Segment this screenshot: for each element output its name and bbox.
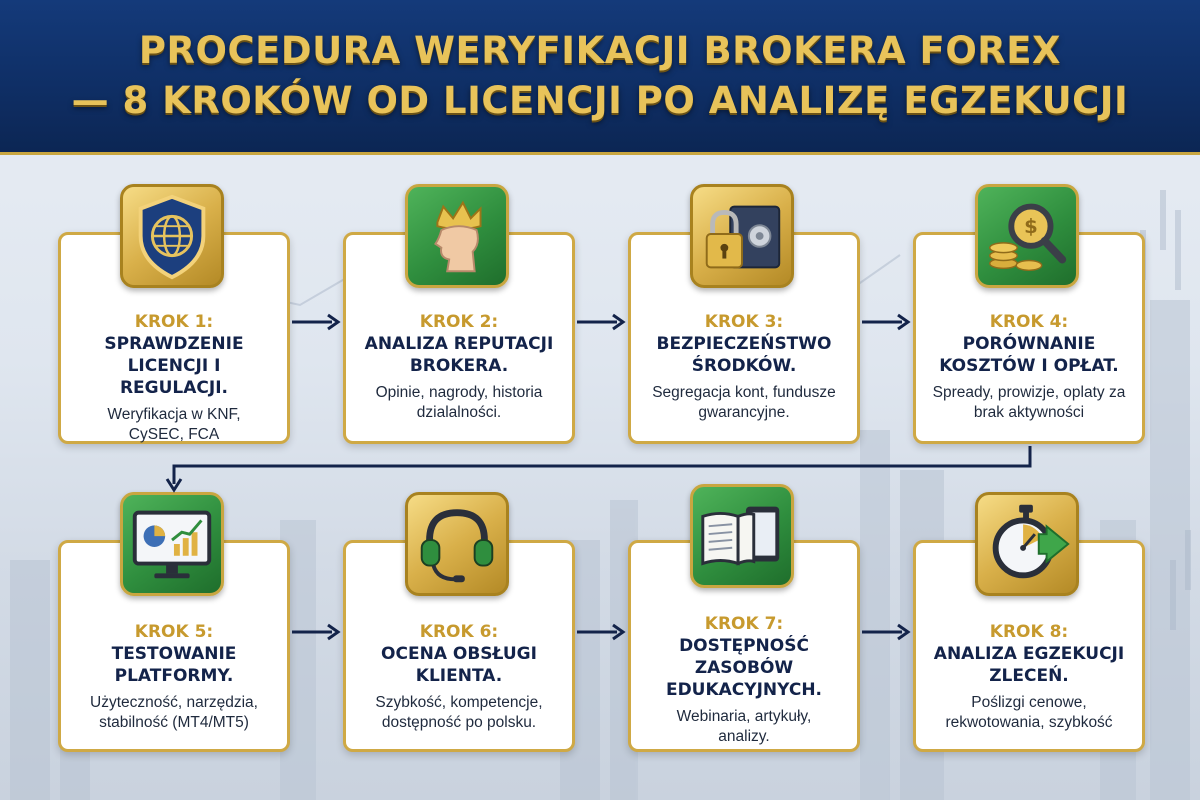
page-title-line-1: PROCEDURA WERYFIKACJI BROKERA FOREX	[138, 29, 1062, 72]
step-card-7: KROK 7: DOSTĘPNOŚĆ ZASOBÓW EDUKACYJNYCH.…	[628, 540, 860, 752]
stopwatch-arrow-icon	[975, 492, 1079, 596]
step-number: KROK 8:	[989, 622, 1069, 642]
magnifier-coins-icon: $	[975, 184, 1079, 288]
step-description: Weryfikacja w KNF, CySEC, FCA	[107, 406, 241, 443]
step-title: TESTOWANIE PLATFORMY.	[111, 644, 237, 686]
step-description: Poślizgi cenowe, rekwotowania, szybkość	[945, 694, 1113, 731]
arrow-step-5-to-6	[292, 623, 341, 641]
padlock-safe-icon	[690, 184, 794, 288]
arrow-step-6-to-7	[577, 623, 626, 641]
step-description: Webinaria, artykuły, analizy.	[676, 708, 812, 745]
svg-text:$: $	[1024, 215, 1038, 238]
step-title: SPRAWDZENIE LICENCJI I REGULACJI.	[104, 334, 244, 398]
header-banner: PROCEDURA WERYFIKACJI BROKERA FOREX — 8 …	[0, 0, 1200, 155]
shield-globe-icon	[120, 184, 224, 288]
book-tablet-icon	[690, 484, 794, 588]
step-title: DOSTĘPNOŚĆ ZASOBÓW EDUKACYJNYCH.	[665, 636, 823, 700]
arrow-step-4-to-5	[165, 446, 1032, 493]
step-number: KROK 6:	[419, 622, 499, 642]
step-description: Szybkość, kompetencje, dostępność po pol…	[375, 694, 543, 731]
step-number: KROK 4:	[989, 312, 1069, 332]
step-title: ANALIZA REPUTACJI BROKERA.	[364, 334, 554, 376]
step-description: Opinie, nagrody, historia dzialalności.	[375, 384, 543, 421]
step-number: KROK 2:	[419, 312, 499, 332]
arrow-step-7-to-8	[862, 623, 911, 641]
headset-icon	[405, 492, 509, 596]
step-number: KROK 3:	[704, 312, 784, 332]
monitor-chart-icon	[120, 492, 224, 596]
crowned-head-icon	[405, 184, 509, 288]
arrow-step-1-to-2	[292, 313, 341, 331]
step-number: KROK 1:	[134, 312, 214, 332]
step-number: KROK 7:	[704, 614, 784, 634]
step-card-1: KROK 1: SPRAWDZENIE LICENCJI I REGULACJI…	[58, 232, 290, 444]
page-title-line-2: — 8 KROKÓW OD LICENCJI PO ANALIZĘ EGZEKU…	[71, 79, 1129, 122]
step-description: Spready, prowizje, oplaty za brak aktywn…	[932, 384, 1126, 421]
step-description: Użyteczność, narzędzia, stabilność (MT4/…	[90, 694, 258, 731]
step-card-4: KROK 4: PORÓWNANIE KOSZTÓW I OPŁAT. Spre…	[913, 232, 1145, 444]
arrow-step-3-to-4	[862, 313, 911, 331]
arrow-step-2-to-3	[577, 313, 626, 331]
step-title: BEZPIECZEŃSTWO ŚRODKÓW.	[656, 334, 832, 376]
step-title: ANALIZA EGZEKUCJI ZLECEŃ.	[933, 644, 1125, 686]
step-number: KROK 5:	[134, 622, 214, 642]
step-title: OCENA OBSŁUGI KLIENTA.	[381, 644, 537, 686]
step-title: PORÓWNANIE KOSZTÓW I OPŁAT.	[939, 334, 1119, 376]
step-description: Segregacja kont, fundusze gwarancyjne.	[652, 384, 836, 421]
